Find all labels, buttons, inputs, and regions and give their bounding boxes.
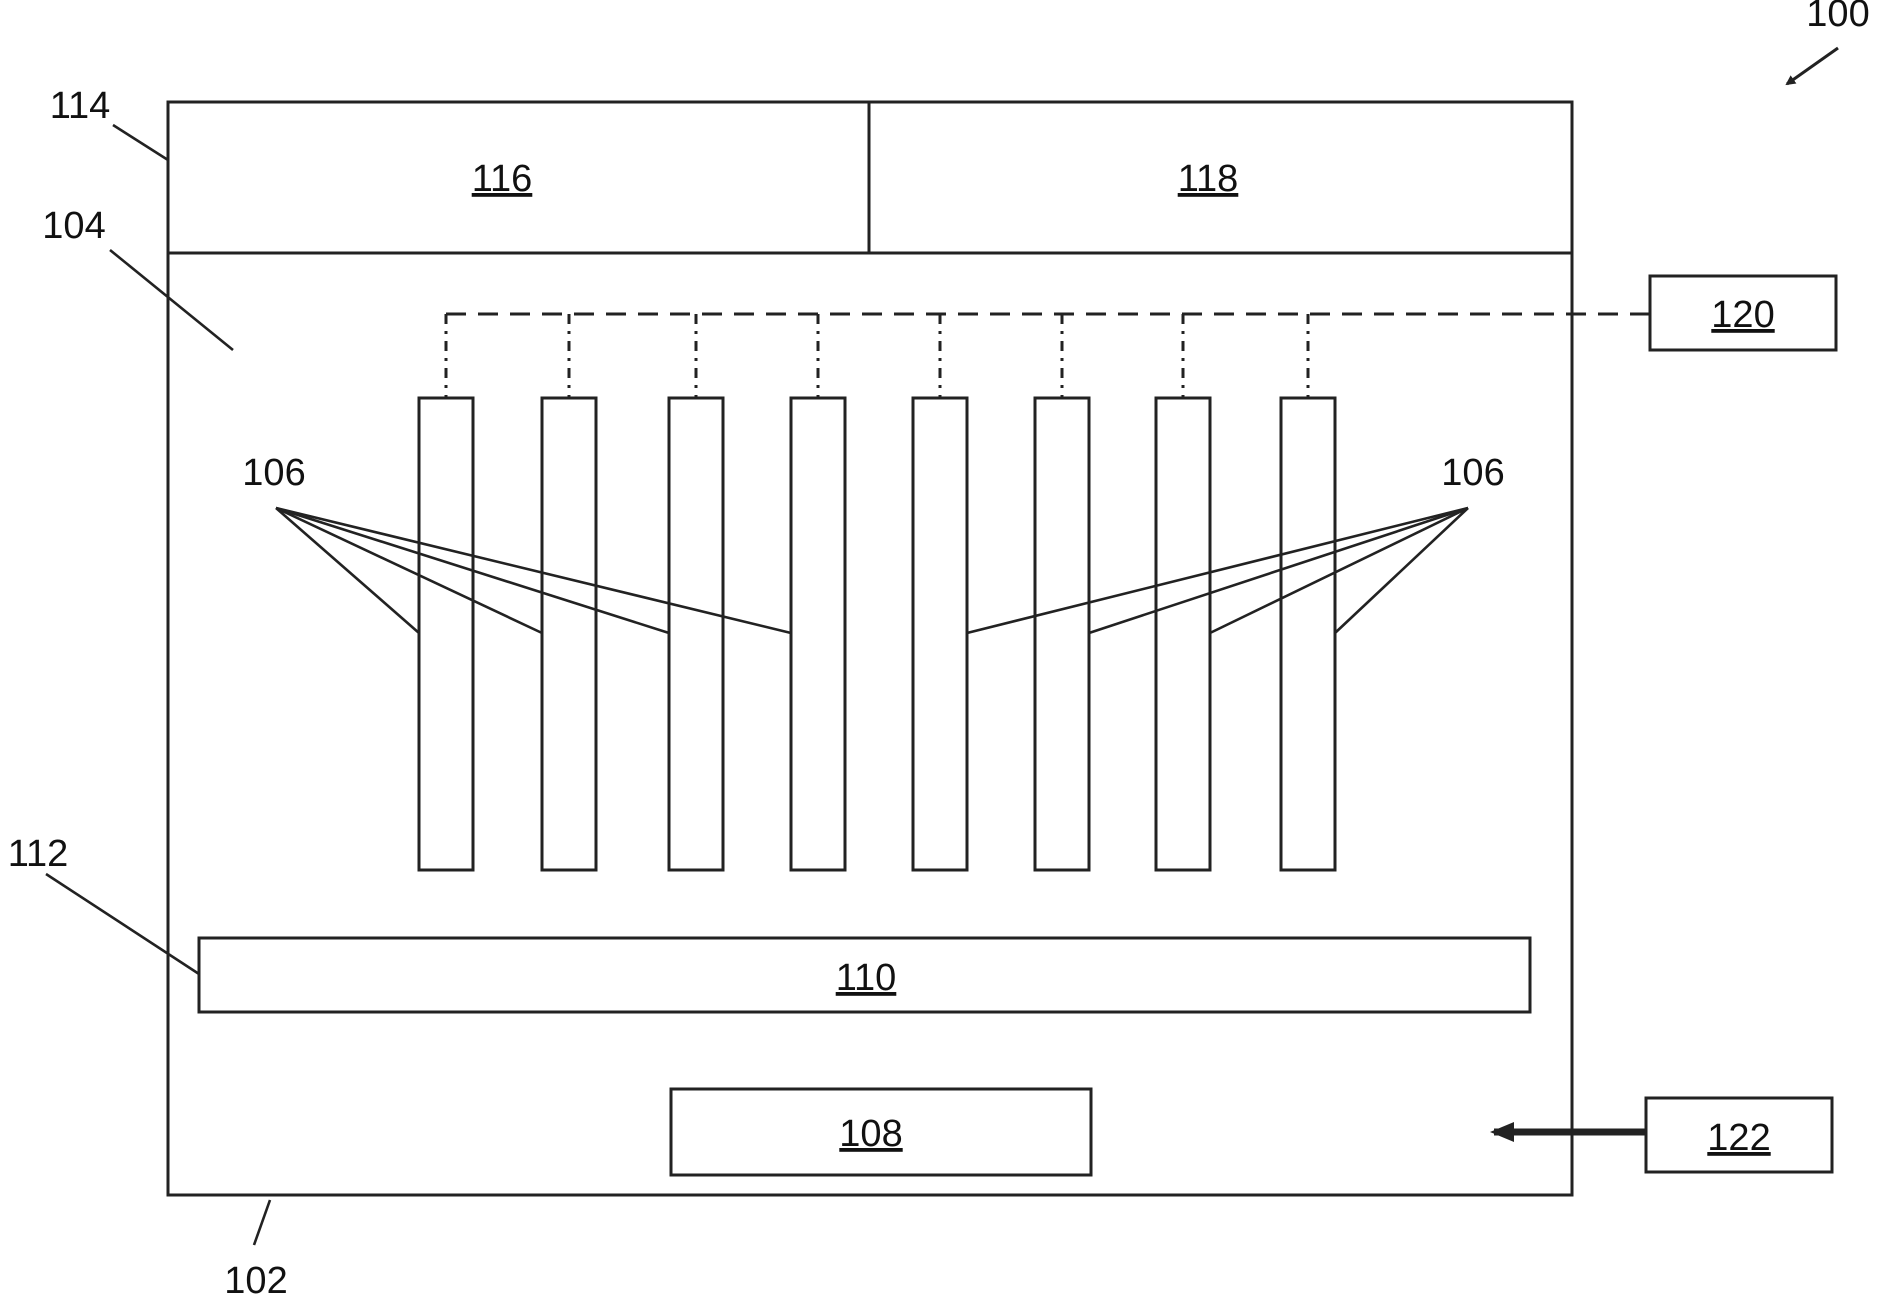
label-114: 114 <box>50 85 111 127</box>
leader-100 <box>1787 48 1838 84</box>
label-122: 122 <box>1707 1117 1770 1159</box>
plate-5 <box>913 398 967 870</box>
leader-102 <box>254 1200 270 1245</box>
label-102: 102 <box>224 1260 287 1296</box>
label-100: 100 <box>1806 0 1869 35</box>
label-104: 104 <box>42 205 105 247</box>
chamber-outline <box>168 102 1572 1195</box>
leader-114 <box>113 125 168 160</box>
plate-3 <box>669 398 723 870</box>
plate-6 <box>1035 398 1089 870</box>
plate-8 <box>1281 398 1335 870</box>
label-110: 110 <box>836 957 897 999</box>
label-116: 116 <box>472 158 533 200</box>
label-120: 120 <box>1711 294 1774 336</box>
label-118: 118 <box>1178 158 1239 200</box>
plate-1 <box>419 398 473 870</box>
plate-4 <box>791 398 845 870</box>
plate-2 <box>542 398 596 870</box>
label-106-left: 106 <box>242 452 305 494</box>
label-106-right: 106 <box>1441 452 1504 494</box>
label-112: 112 <box>8 833 69 875</box>
label-108: 108 <box>839 1113 902 1155</box>
plate-7 <box>1156 398 1210 870</box>
